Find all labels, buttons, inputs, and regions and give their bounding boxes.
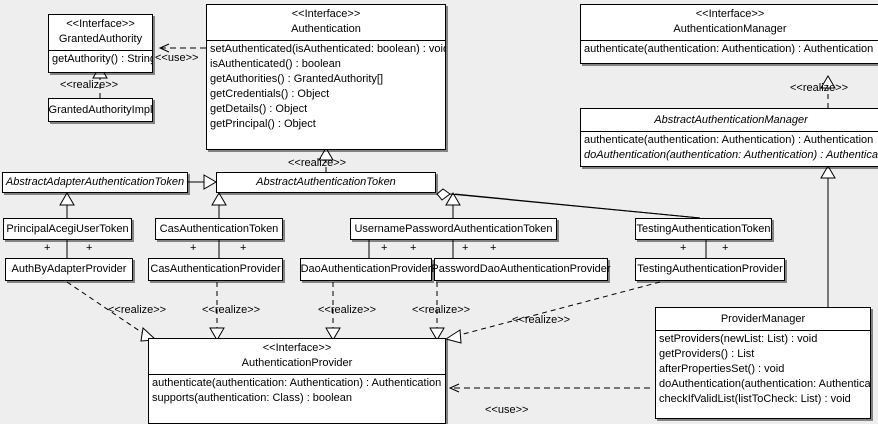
multiplicity-marker: + xyxy=(462,242,469,254)
operation: getAuthorities() : GrantedAuthority[] xyxy=(210,73,384,85)
relationship-label-realize-abstract-authentication-manager: <<realize>> xyxy=(790,82,849,94)
class-name: PasswordDaoAuthenticationProvider xyxy=(431,263,611,275)
operation: getCredentials() : Object xyxy=(210,88,330,100)
class-name: Authentication xyxy=(291,23,361,35)
operation: setAuthenticated(isAuthenticated: boolea… xyxy=(210,43,445,55)
operation: doAuthentication(authentication: Authent… xyxy=(584,149,878,161)
class-authentication-provider[interactable]: <<Interface>> AuthenticationProvider aut… xyxy=(148,338,446,424)
relationship-label-realize-cas-authentication-provider: <<realize>> xyxy=(202,304,261,316)
class-cas-authentication-provider[interactable]: CasAuthenticationProvider xyxy=(148,258,283,281)
class-header: <<Interface>> Authentication xyxy=(207,5,445,40)
operation: authenticate(authentication: Authenticat… xyxy=(584,134,874,146)
operation: supports(authentication: Class) : boolea… xyxy=(152,392,352,404)
class-granted-authority-impl[interactable]: GrantedAuthorityImpl xyxy=(48,98,153,122)
class-name: CasAuthenticationProvider xyxy=(150,263,281,275)
class-username-password-authentication-token[interactable]: UsernamePasswordAuthenticationToken xyxy=(350,218,557,240)
operation: setProviders(newList: List) : void xyxy=(659,333,818,345)
multiplicity-marker: + xyxy=(410,242,417,254)
class-name: UsernamePasswordAuthenticationToken xyxy=(354,222,553,235)
multiplicity-marker: + xyxy=(240,242,247,254)
class-name: AbstractAuthenticationToken xyxy=(256,176,396,188)
multiplicity-marker: + xyxy=(190,242,197,254)
class-abstract-authentication-token[interactable]: AbstractAuthenticationToken xyxy=(216,172,436,193)
multiplicity-marker: + xyxy=(490,242,497,254)
class-dao-authentication-provider[interactable]: DaoAuthenticationProvider xyxy=(300,258,432,281)
class-abstract-authentication-manager[interactable]: AbstractAuthenticationManager authentica… xyxy=(580,108,878,167)
operations-compartment: setProviders(newList: List) : void getPr… xyxy=(656,330,870,409)
relationship-label-realize-dao-authentication-provider: <<realize>> xyxy=(318,304,377,316)
operations-compartment: authenticate(authentication: Authenticat… xyxy=(581,131,878,165)
multiplicity-marker: + xyxy=(722,242,729,254)
class-header: <<Interface>> AuthenticationProvider xyxy=(149,339,445,374)
operation: isAuthenticated() : boolean xyxy=(210,58,341,70)
class-testing-authentication-token[interactable]: TestingAuthenticationToken xyxy=(635,218,772,240)
class-name: DaoAuthenticationProvider xyxy=(300,263,432,275)
class-password-dao-authentication-provider[interactable]: PasswordDaoAuthenticationProvider xyxy=(431,258,611,281)
stereotype-label: <<Interface>> xyxy=(291,8,361,20)
class-name: CasAuthenticationToken xyxy=(159,222,279,235)
stereotype-label: <<Interface>> xyxy=(66,18,135,30)
class-name: PrincipalAcegiUserToken xyxy=(6,222,129,235)
class-granted-authority[interactable]: <<Interface>> GrantedAuthority getAuthor… xyxy=(48,14,153,73)
class-name: AuthenticationManager xyxy=(673,23,787,35)
relationship-label-realize-password-dao-authentication-provider: <<realize>> xyxy=(412,304,471,316)
operation: doAuthentication(authentication: Authent… xyxy=(659,378,870,390)
operation: getPrincipal() : Object xyxy=(210,118,316,130)
multiplicity-marker: + xyxy=(86,242,93,254)
class-header: <<Interface>> GrantedAuthority xyxy=(49,15,152,50)
class-header: <<Interface>> AuthenticationManager xyxy=(581,5,878,40)
class-auth-by-adapter-provider[interactable]: AuthByAdapterProvider xyxy=(5,258,133,281)
relationship-label-use-provider-manager: <<use>> xyxy=(485,404,529,416)
class-name: AuthByAdapterProvider xyxy=(11,263,127,275)
operation: afterPropertiesSet() : void xyxy=(659,363,785,375)
multiplicity-marker: + xyxy=(680,242,687,254)
operation: getDetails() : Object xyxy=(210,103,308,115)
class-authentication-manager[interactable]: <<Interface>> AuthenticationManager auth… xyxy=(580,4,878,64)
relationship-label-realize-testing-authentication-provider: <<realize>> xyxy=(512,314,571,326)
class-cas-authentication-token[interactable]: CasAuthenticationToken xyxy=(155,218,283,240)
class-authentication[interactable]: <<Interface>> Authentication setAuthenti… xyxy=(206,4,446,150)
operation: authenticate(authentication: Authenticat… xyxy=(584,43,874,55)
stereotype-label: <<Interface>> xyxy=(262,342,332,354)
operations-compartment: setAuthenticated(isAuthenticated: boolea… xyxy=(207,40,445,134)
relationship-label-use-granted-authority: <<use>> xyxy=(155,52,199,64)
class-name: TestingAuthenticationToken xyxy=(636,222,771,235)
class-abstract-adapter-authentication-token[interactable]: AbstractAdapterAuthenticationToken xyxy=(2,172,188,193)
class-name: AuthenticationProvider xyxy=(241,357,353,369)
relationship-label-realize-granted-authority-impl: <<realize>> xyxy=(60,79,119,91)
class-provider-manager[interactable]: ProviderManager setProviders(newList: Li… xyxy=(655,307,871,419)
operation: getProviders() : List xyxy=(659,348,755,360)
class-header: AbstractAuthenticationManager xyxy=(581,109,878,131)
relationship-label-realize-auth-by-adapter-provider: <<realize>> xyxy=(108,304,167,316)
class-name: GrantedAuthorityImpl xyxy=(48,103,153,116)
class-name: AbstractAuthenticationManager xyxy=(654,114,808,126)
class-name: TestingAuthenticationProvider xyxy=(637,263,783,275)
class-name: GrantedAuthority xyxy=(58,33,143,45)
operation: getAuthority() : String xyxy=(52,53,152,65)
operation: checkIfValidList(listToCheck: List) : vo… xyxy=(659,393,851,405)
relationship-label-realize-abstract-authentication-token: <<realize>> xyxy=(288,157,347,169)
class-header: ProviderManager xyxy=(656,308,870,330)
multiplicity-marker: + xyxy=(381,242,388,254)
operation: authenticate(authentication: Authenticat… xyxy=(152,377,442,389)
class-principal-acegi-user-token[interactable]: PrincipalAcegiUserToken xyxy=(3,218,132,240)
stereotype-label: <<Interface>> xyxy=(695,8,765,20)
operations-compartment: authenticate(authentication: Authenticat… xyxy=(149,374,445,408)
operations-compartment: authenticate(authentication: Authenticat… xyxy=(581,40,878,59)
class-name: AbstractAdapterAuthenticationToken xyxy=(5,176,185,188)
class-name: ProviderManager xyxy=(720,313,806,325)
operations-compartment: getAuthority() : String xyxy=(49,50,152,69)
multiplicity-marker: + xyxy=(44,242,51,254)
class-testing-authentication-provider[interactable]: TestingAuthenticationProvider xyxy=(635,258,785,281)
